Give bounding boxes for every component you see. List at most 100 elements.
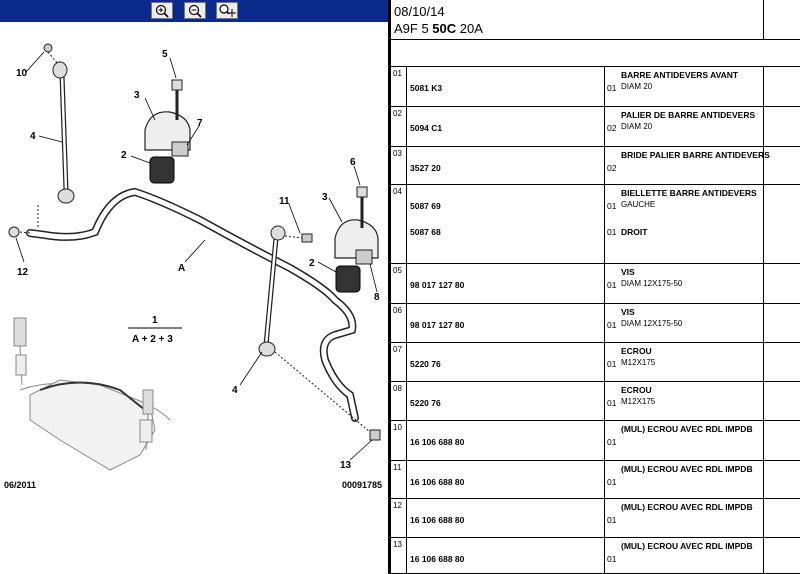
- right-bushing: [335, 265, 361, 293]
- part-quantity: 01: [607, 83, 617, 93]
- part-description: BARRE ANTIDEVERS AVANT: [621, 70, 739, 80]
- part-description: BRIDE PALIER BARRE ANTIDEVERS: [621, 150, 770, 160]
- part-quantity: 01: [607, 201, 617, 211]
- zoom-out-button[interactable]: [184, 2, 206, 19]
- row-index: 12: [393, 501, 402, 510]
- magnifier-minus-icon: [188, 4, 202, 18]
- right-nut: [355, 249, 373, 265]
- part-detail: DIAM 12X175-50: [621, 319, 683, 328]
- callout-11: 11: [279, 196, 290, 207]
- part-reference[interactable]: 5081 K3: [410, 83, 443, 93]
- callout-2-right: 2: [309, 258, 315, 269]
- part-quantity-alt: 01: [607, 227, 617, 237]
- header-spacer: [391, 40, 800, 67]
- part-detail: DIAM 20: [621, 82, 653, 91]
- diagram-ref-code: 00091785: [342, 480, 382, 490]
- row-index: 02: [393, 109, 402, 118]
- callout-7: 7: [197, 118, 203, 129]
- part-reference[interactable]: 98 017 127 80: [410, 320, 465, 330]
- row-index-cell: 08: [391, 382, 407, 420]
- part-reference[interactable]: 5087 69: [410, 201, 441, 211]
- part-reference[interactable]: 5094 C1: [410, 123, 443, 133]
- table-row[interactable]: 06 98 017 127 80 01 VIS DIAM 12X175-50: [391, 304, 800, 343]
- part-reference[interactable]: 5220 76: [410, 359, 441, 369]
- callout-3-left: 3: [134, 90, 140, 101]
- callout-4-right: 4: [232, 385, 238, 396]
- diagram-panel: 10 5 3 7 4 2 6 11 3 12 A 2 8 1 A + 2 + 3…: [0, 0, 388, 574]
- right-bolt: [356, 186, 368, 228]
- model-prefix: A9F 5: [394, 21, 433, 36]
- pan-button[interactable]: [216, 2, 238, 19]
- callout-1: 1: [152, 315, 158, 326]
- part-reference[interactable]: 98 017 127 80: [410, 280, 465, 290]
- left-bolt: [171, 79, 183, 120]
- row-index-cell: 03: [391, 147, 407, 184]
- right-link-rod: [258, 225, 381, 441]
- part-quantity: 01: [607, 554, 617, 564]
- part-quantity: 02: [607, 123, 617, 133]
- row-index: 11: [393, 463, 402, 472]
- callout-4-left: 4: [30, 131, 36, 142]
- stabilizer-bar-shape: [26, 187, 359, 422]
- part-reference-alt[interactable]: 5087 68: [410, 227, 441, 237]
- left-link-rod: [43, 43, 75, 204]
- part-reference[interactable]: 16 106 688 80: [410, 554, 465, 564]
- callout-A: A: [178, 263, 185, 274]
- diagram-toolbar: [0, 0, 388, 22]
- row-index-cell: 10: [391, 421, 407, 460]
- part-quantity: 01: [607, 477, 617, 487]
- callout-2-left: 2: [121, 150, 127, 161]
- model-suffix: 20A: [456, 21, 483, 36]
- callout-8: 8: [374, 292, 380, 303]
- row-index: 01: [393, 69, 402, 78]
- part-detail: GAUCHE: [621, 200, 656, 209]
- magnifier-move-icon: [219, 4, 236, 17]
- part-quantity: 01: [607, 398, 617, 408]
- row-index-cell: 13: [391, 538, 407, 573]
- subframe-context-drawing: [13, 317, 171, 471]
- part-detail: DIAM 12X175-50: [621, 279, 683, 288]
- zoom-in-button[interactable]: [151, 2, 173, 19]
- header-model: A9F 5 50C 20A: [394, 21, 483, 36]
- part-description: VIS: [621, 307, 635, 317]
- row-index-cell: 07: [391, 343, 407, 381]
- part-description: (MUL) ECROU AVEC RDL IMPDB: [621, 502, 753, 512]
- part-reference[interactable]: 3527 20: [410, 163, 441, 173]
- part-description: VIS: [621, 267, 635, 277]
- callout-5: 5: [162, 49, 168, 60]
- row-index: 13: [393, 540, 402, 549]
- right-bracket: [334, 219, 379, 259]
- panel-divider: [388, 0, 391, 574]
- row-index-cell: 06: [391, 304, 407, 342]
- row-index: 05: [393, 266, 402, 275]
- part-reference[interactable]: 16 106 688 80: [410, 437, 465, 447]
- row-index-cell: 04: [391, 185, 407, 263]
- part-quantity: 01: [607, 320, 617, 330]
- nut-12: [8, 226, 20, 238]
- row-index-cell: 02: [391, 107, 407, 146]
- part-reference[interactable]: 16 106 688 80: [410, 515, 465, 525]
- part-detail: M12X175: [621, 397, 656, 406]
- table-row[interactable]: 01 5081 K3 01 BARRE ANTIDEVERS AVANT DIAM 20: [391, 67, 800, 107]
- callout-13: 13: [340, 460, 352, 471]
- row-index: 06: [393, 306, 402, 315]
- callout-3-right: 3: [322, 192, 328, 203]
- row-index-cell: 11: [391, 461, 407, 498]
- row-index: 04: [393, 187, 402, 196]
- left-bushing: [149, 156, 175, 184]
- row-index: 08: [393, 384, 402, 393]
- part-reference[interactable]: 5220 76: [410, 398, 441, 408]
- part-reference[interactable]: 16 106 688 80: [410, 477, 465, 487]
- part-detail: M12X175: [621, 358, 656, 367]
